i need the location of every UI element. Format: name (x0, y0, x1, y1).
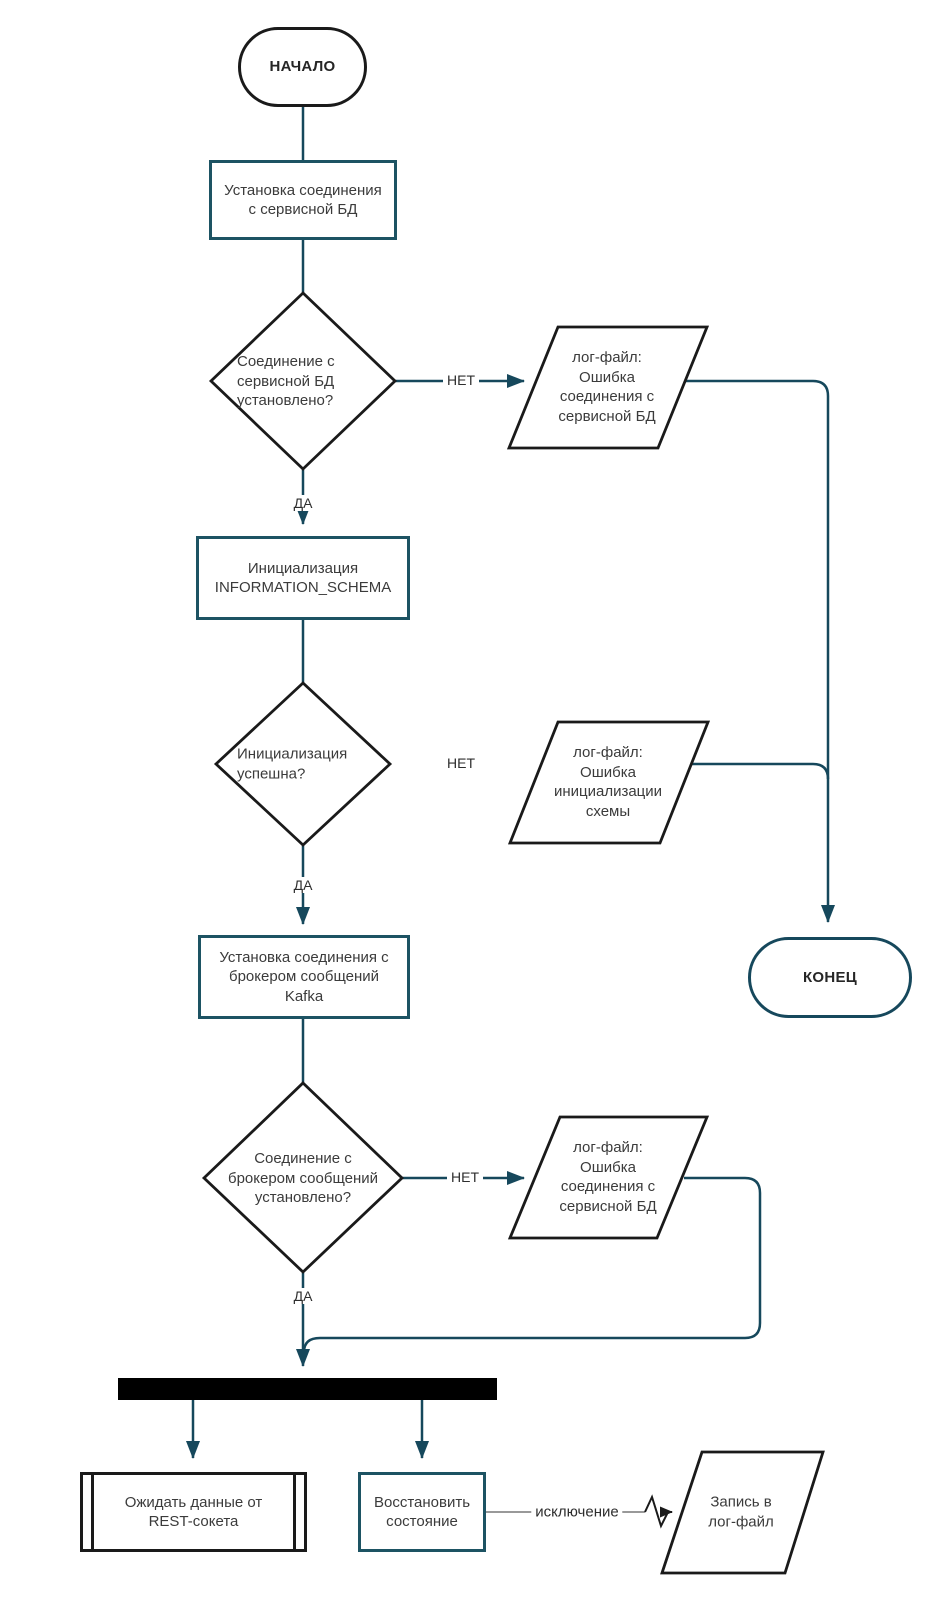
edge-label-yes-3: ДА (289, 1288, 317, 1304)
predefined-left-stripe (91, 1475, 94, 1549)
start-label: НАЧАЛО (269, 58, 336, 76)
io-write-log-shape (660, 1450, 825, 1575)
edge-label-yes-2: ДА (289, 877, 317, 893)
io-log-db-error-label: лог-файл: Ошибка соединения с сервисной … (558, 349, 656, 425)
connector-lines (186, 107, 835, 1459)
io-log-init-error-shape (507, 720, 711, 845)
decision-kafka-connected-shape (201, 1081, 405, 1274)
node-init-schema: Инициализация INFORMATION_SCHEMA (196, 536, 410, 620)
edge-logerror3-return (302, 1176, 762, 1353)
decision-kafka-connected-label: Соединение с брокером сообщений установл… (227, 1149, 378, 1206)
edge-label-no-2: НЕТ (443, 755, 479, 771)
node-start-terminal: НАЧАЛО (238, 27, 367, 107)
fork-bar (118, 1378, 497, 1400)
decision-init-ok-shape (213, 681, 393, 847)
node-wait-rest: Ожидать данные от REST-сокета (80, 1472, 307, 1552)
connect-db-label: Установка соединения с сервисной БД (224, 181, 382, 219)
node-connect-kafka: Установка соединения с брокером сообщени… (198, 935, 410, 1019)
decision-db-connected-shape (208, 291, 398, 471)
decision-shapes (201, 291, 405, 1274)
node-end-terminal: КОНЕЦ (748, 937, 912, 1018)
node-connect-db: Установка соединения с сервисной БД (209, 160, 397, 240)
node-restore-state: Восстановить состояние (358, 1472, 486, 1552)
io-log-kafka-error-shape (507, 1115, 710, 1240)
edge-label-exception: исключение (531, 1503, 623, 1521)
wait-rest-label: Ожидать данные от REST-сокета (124, 1493, 263, 1531)
exception-zigzag-icon (644, 1494, 669, 1529)
edge-label-no-1: НЕТ (443, 372, 479, 388)
init-schema-label: Инициализация INFORMATION_SCHEMA (214, 559, 392, 597)
io-shapes (506, 325, 825, 1575)
io-log-init-error-label: лог-файл: Ошибка инициализации схемы (553, 744, 663, 820)
connect-kafka-label: Установка соединения с брокером сообщени… (219, 948, 389, 1005)
predefined-right-stripe (293, 1475, 296, 1549)
decision-db-connected-label: Соединение с сервисной БД установлено? (237, 352, 335, 409)
decision-init-ok-label: Инициализация успешна? (237, 745, 348, 783)
edge-label-yes-1: ДА (289, 495, 317, 511)
edge-logerror1-to-end (685, 379, 835, 923)
io-write-log-label: Запись в лог-файл (708, 1493, 774, 1531)
io-log-kafka-error-label: лог-файл: Ошибка соединения с сервисной … (559, 1139, 657, 1215)
io-log-db-error-shape (506, 325, 710, 450)
restore-state-label: Восстановить состояние (373, 1493, 471, 1531)
end-label: КОНЕЦ (802, 968, 858, 986)
edge-logerror2-to-end (692, 762, 830, 780)
edge-label-no-3: НЕТ (447, 1169, 483, 1185)
